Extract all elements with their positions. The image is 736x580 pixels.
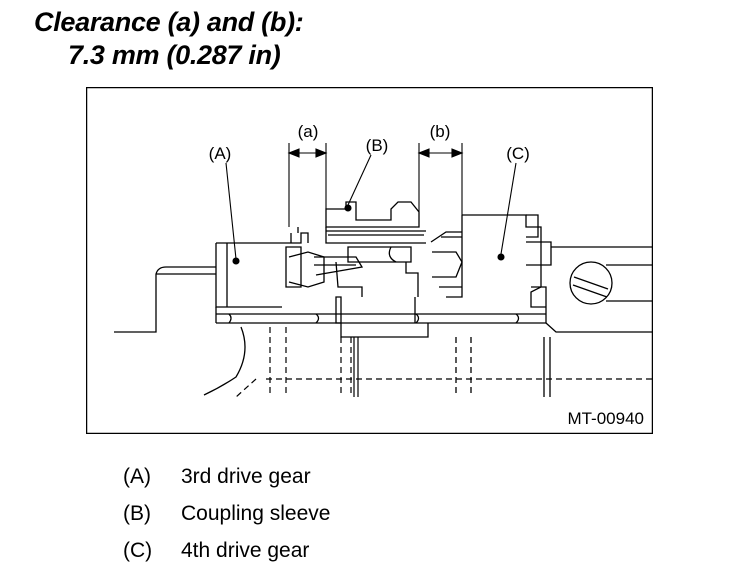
callout-C: (C) [506, 144, 530, 163]
legend-item: (A) 3rd drive gear [123, 462, 330, 499]
legend-key: (B) [123, 502, 151, 525]
clearance-a-dimension [287, 143, 328, 227]
figure-code: MT-00940 [567, 409, 644, 428]
clearance-value: 7.3 mm (0.287 in) [68, 40, 281, 70]
legend-key: (A) [123, 465, 151, 488]
callout-b: (b) [430, 122, 451, 141]
clearance-title: Clearance (a) and (b): [34, 7, 304, 37]
gear-cross-section-figure: (a) (b) (A) (B) (C) MT-00940 [86, 87, 653, 434]
figure-frame [86, 87, 653, 434]
clearance-b-dimension [417, 143, 464, 215]
leader-lines [225, 154, 517, 265]
drawing-lines [114, 201, 652, 397]
legend-item: (B) Coupling sleeve [123, 499, 330, 536]
parts-legend: (A) 3rd drive gear (B) Coupling sleeve (C)… [123, 462, 330, 573]
clearance-heading: Clearance (a) and (b): 7.3 mm (0.287 in) [34, 6, 304, 72]
legend-key: (C) [123, 539, 153, 562]
hidden-lines [235, 327, 652, 398]
legend-text: 3rd drive gear [181, 465, 311, 488]
solid-shaft-lines [353, 337, 359, 397]
legend-text: 4th drive gear [181, 539, 310, 562]
callout-A: (A) [209, 144, 232, 163]
callout-B: (B) [366, 136, 389, 155]
callout-a: (a) [298, 122, 319, 141]
legend-item: (C) 4th drive gear [123, 536, 330, 573]
cross-section-diagram: (a) (b) (A) (B) (C) MT-00940 [86, 87, 653, 434]
legend-text: Coupling sleeve [181, 502, 331, 525]
